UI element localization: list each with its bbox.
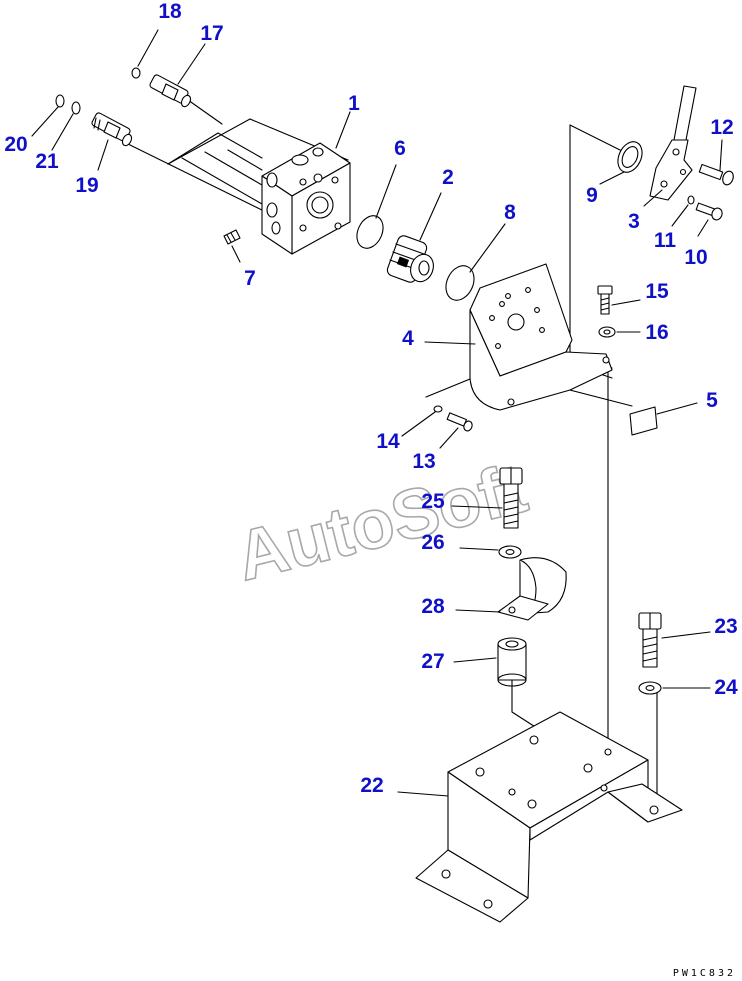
callout-15: 15 <box>645 280 669 303</box>
callout-27: 27 <box>421 650 444 673</box>
callout-28: 28 <box>421 595 445 618</box>
plate-5 <box>629 406 658 436</box>
callout-8: 8 <box>504 201 516 224</box>
callout-14: 14 <box>376 430 400 453</box>
callout-25: 25 <box>421 490 445 513</box>
bolt-10 <box>695 202 723 221</box>
callout-10: 10 <box>684 246 707 269</box>
bolt-25 <box>499 467 523 529</box>
callout-4: 4 <box>402 327 414 350</box>
assembly-lines <box>127 99 658 813</box>
washer-11 <box>687 195 695 205</box>
callout-23: 23 <box>714 615 737 638</box>
plug-7 <box>223 229 241 245</box>
spacer-27 <box>497 637 527 687</box>
watermark: AutoSoft <box>229 448 535 595</box>
callout-2: 2 <box>442 166 454 189</box>
washer-26 <box>498 545 522 559</box>
washer-16 <box>598 326 616 338</box>
bolt-15 <box>597 285 613 315</box>
o-ring-18 <box>131 67 141 79</box>
o-ring-20 <box>55 94 65 108</box>
base-bracket-22 <box>415 711 683 923</box>
drawing-code: PW1C832 <box>673 968 736 979</box>
callout-21: 21 <box>35 150 59 173</box>
callout-16: 16 <box>645 321 668 344</box>
o-ring-6 <box>356 215 384 249</box>
leader-lines <box>31 29 723 797</box>
callout-11: 11 <box>654 229 677 252</box>
clamp-28 <box>497 557 567 621</box>
o-ring-8 <box>445 265 475 301</box>
callout-13: 13 <box>412 450 435 473</box>
callout-22: 22 <box>360 774 383 797</box>
callout-17: 17 <box>200 22 223 45</box>
callout-6: 6 <box>394 137 406 160</box>
o-ring-21 <box>71 101 81 115</box>
cartridge <box>386 235 434 283</box>
callout-3: 3 <box>628 210 640 233</box>
callout-20: 20 <box>4 133 27 156</box>
washer-24 <box>638 681 662 695</box>
bolt-23 <box>638 612 662 668</box>
callout-24: 24 <box>714 676 738 699</box>
callout-26: 26 <box>421 531 444 554</box>
callout-9: 9 <box>586 184 598 207</box>
callouts: 1 2 3 4 5 6 7 8 9 10 11 12 13 14 15 16 1… <box>4 0 738 797</box>
lever-3 <box>649 85 697 201</box>
fitting-17 <box>149 74 192 108</box>
bolt-12 <box>698 163 734 186</box>
washer-14 <box>433 405 443 413</box>
callout-19: 19 <box>75 174 98 197</box>
bracket-4 <box>469 263 613 411</box>
fitting-19 <box>91 112 133 147</box>
callout-18: 18 <box>158 0 182 23</box>
callout-1: 1 <box>348 92 360 115</box>
callout-12: 12 <box>710 116 733 139</box>
callout-7: 7 <box>244 267 256 290</box>
valve-body <box>167 132 351 255</box>
bolt-13 <box>446 412 473 432</box>
seal-9 <box>617 141 643 173</box>
callout-5: 5 <box>706 389 718 412</box>
